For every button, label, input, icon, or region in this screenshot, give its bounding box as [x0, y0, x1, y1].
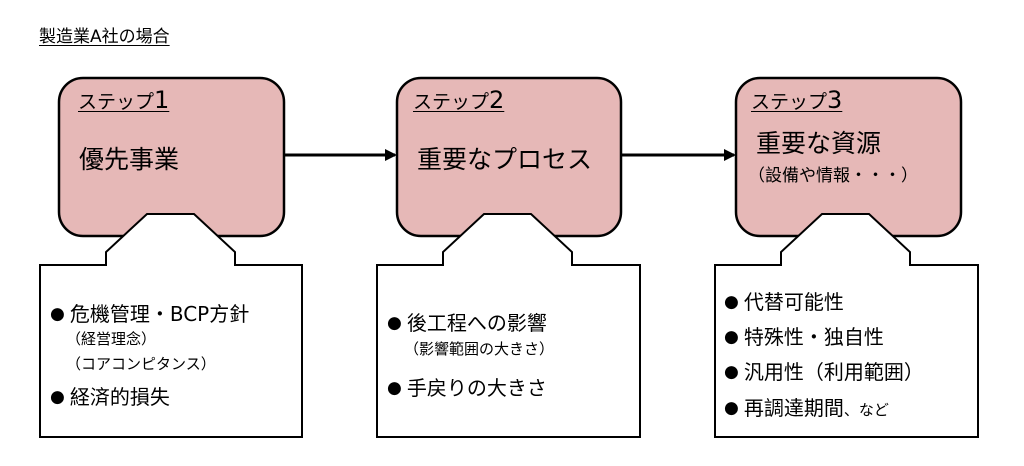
bullet-item: ●経済的損失 — [50, 381, 170, 410]
bullet-text: 経済的損失 — [69, 385, 170, 409]
bullet-text: 後工程への影響 — [406, 311, 547, 335]
bullet-item: ●代替可能性 — [724, 286, 844, 315]
step-title-3: 重要な資源 — [756, 129, 882, 158]
bullet-text: 汎用性（利用範囲） — [743, 360, 924, 384]
bullet-note: （コアコンピタンス） — [66, 355, 216, 373]
callout-panel-1 — [39, 213, 303, 438]
bullet-text: 特殊性・独自性 — [743, 325, 884, 349]
step-label-prefix: ステップ — [751, 91, 828, 113]
bullet-note: （経営理念） — [66, 330, 157, 348]
bullet-suffix: 、など — [843, 401, 889, 419]
bullet-dot: ● — [724, 398, 739, 418]
callout-panel-2 — [376, 213, 641, 438]
bullet-dot: ● — [387, 378, 402, 398]
bullet-item: ●汎用性（利用範囲） — [724, 356, 924, 385]
step-label-3: ステップ3 — [751, 86, 842, 114]
bullet-note: （影響範囲の大きさ） — [404, 340, 555, 358]
bullet-text: 手戻りの大きさ — [406, 376, 547, 400]
step-label-prefix: ステップ — [78, 91, 155, 113]
step-label-number: 2 — [489, 86, 505, 114]
bullet-text: 代替可能性 — [743, 290, 844, 314]
bullet-item: ●危機管理・BCP方針 — [50, 298, 249, 327]
bullet-item: ●特殊性・独自性 — [724, 321, 884, 350]
step-title-1: 優先事業 — [79, 145, 180, 174]
callout-panel-3 — [714, 213, 979, 438]
bullet-dot: ● — [387, 313, 402, 333]
step-title-2: 重要なプロセス — [417, 145, 593, 174]
bullet-item: ●再調達期間、など — [724, 392, 889, 421]
page-title: 製造業A社の場合 — [39, 27, 170, 47]
bullet-text: 危機管理・BCP方針 — [69, 302, 250, 326]
step-label-number: 1 — [154, 86, 170, 114]
bullet-dot: ● — [724, 292, 739, 312]
bullet-dot: ● — [50, 387, 65, 407]
step-label-prefix: ステップ — [413, 91, 490, 113]
step-label-1: ステップ1 — [78, 86, 169, 114]
step-label-number: 3 — [827, 86, 843, 114]
step-label-2: ステップ2 — [413, 86, 504, 114]
bullet-dot: ● — [724, 362, 739, 382]
bullet-item: ●後工程への影響 — [387, 307, 547, 336]
bullet-item: ●手戻りの大きさ — [387, 372, 547, 401]
bullet-text: 再調達期間 — [743, 396, 844, 420]
bullet-dot: ● — [50, 304, 65, 324]
step-subtitle-3: （設備や情報・・・） — [748, 166, 918, 186]
bullet-dot: ● — [724, 327, 739, 347]
